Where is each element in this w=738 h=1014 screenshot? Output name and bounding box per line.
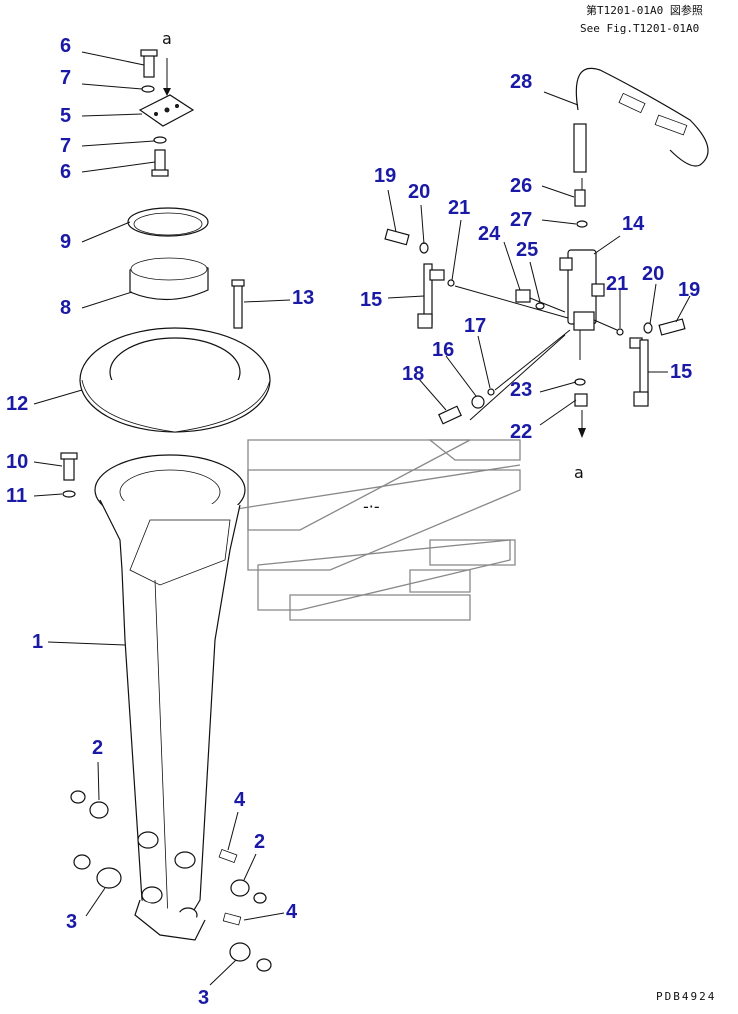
callout-24: 24: [478, 223, 501, 245]
connection-marker-bottom: a: [574, 463, 584, 482]
callout-19a: 19: [374, 165, 396, 187]
callout-4b: 4: [286, 901, 298, 923]
callout-14: 14: [622, 213, 645, 235]
callout-6a: 6: [60, 35, 71, 57]
callout-28: 28: [510, 71, 532, 93]
callout-1: 1: [32, 631, 43, 653]
callout-4a: 4: [234, 789, 246, 811]
callout-leaders: [33, 51, 691, 986]
callout-21a: 21: [448, 197, 470, 219]
fitting-parts: [438, 289, 571, 425]
top-plate-assembly: [138, 49, 195, 177]
callout-20b: 20: [642, 263, 664, 285]
callout-7b: 7: [60, 135, 71, 157]
reference-note-en: See Fig.T1201-01A0: [580, 22, 699, 35]
swing-arm-body: [94, 454, 246, 941]
callout-15a: 15: [360, 289, 382, 311]
callout-7a: 7: [60, 67, 71, 89]
logo-mark-text: -·-: [363, 497, 380, 516]
callout-10: 10: [6, 451, 28, 473]
callout-23: 23: [510, 379, 532, 401]
callout-22: 22: [510, 421, 532, 443]
callout-3b: 3: [198, 987, 209, 1009]
callout-6b: 6: [60, 161, 71, 183]
callout-5: 5: [60, 105, 71, 127]
swing-bearing-parts: [60, 207, 271, 498]
callout-17: 17: [464, 315, 486, 337]
callout-18: 18: [402, 363, 424, 385]
callout-2b: 2: [254, 831, 265, 853]
drawing-id: PDB4924: [656, 990, 716, 1003]
callout-9: 9: [60, 231, 71, 253]
callout-12: 12: [6, 393, 28, 415]
callout-2a: 2: [92, 737, 103, 759]
callout-21b: 21: [606, 273, 628, 295]
callout-20a: 20: [408, 181, 430, 203]
callout-16: 16: [432, 339, 454, 361]
callout-26: 26: [510, 175, 532, 197]
connection-marker-top: a: [162, 29, 172, 48]
reference-note-jp: 第T1201-01A0 図参照: [586, 3, 703, 17]
callout-27: 27: [510, 209, 532, 231]
callout-13: 13: [292, 287, 314, 309]
callout-25: 25: [516, 239, 538, 261]
watermark-logo: [229, 439, 521, 621]
callout-15b: 15: [670, 361, 692, 383]
swivel-stopper-parts: [384, 228, 686, 407]
callout-8: 8: [60, 297, 71, 319]
swivel-joint-assembly: [559, 67, 709, 438]
bushings-and-grease-fittings: [70, 790, 272, 972]
callout-3a: 3: [66, 911, 77, 933]
callout-19b: 19: [678, 279, 700, 301]
callout-labels: 6 7 5 7 6 9 8 13 12 10 11 1 2 3 4 2 4 3 …: [6, 35, 700, 1009]
callout-11: 11: [6, 485, 27, 507]
